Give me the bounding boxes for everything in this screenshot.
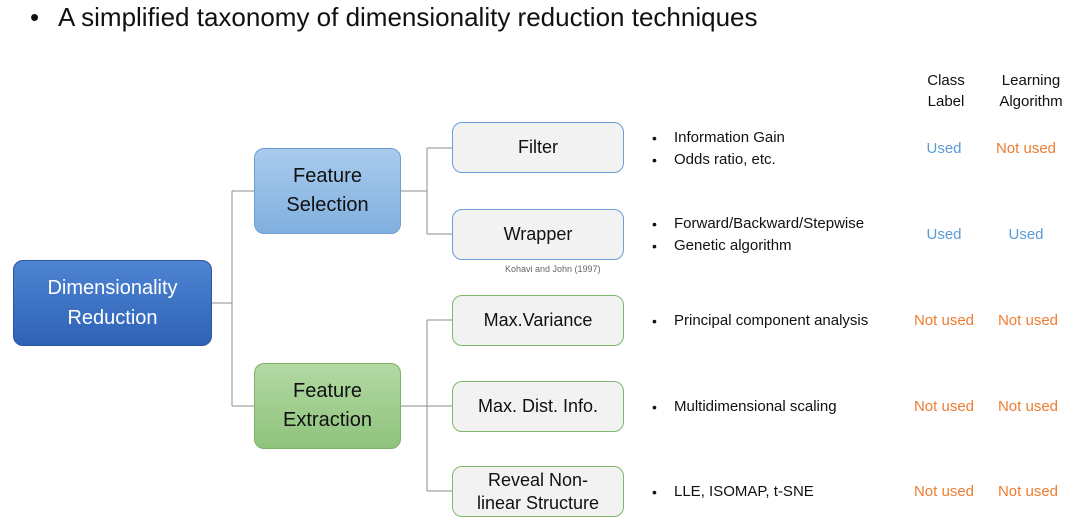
learning-algorithm-value: Not used xyxy=(997,483,1059,500)
class-label-value: Not used xyxy=(913,483,975,500)
examples-filter: Information Gain Odds ratio, etc. xyxy=(652,127,785,171)
node-max-variance: Max.Variance xyxy=(452,295,624,346)
node-feature-selection: Feature Selection xyxy=(254,148,401,234)
examples-max-dist-info: Multidimensional scaling xyxy=(652,396,837,418)
list-item: Principal component analysis xyxy=(652,310,868,332)
learning-algorithm-value: Not used xyxy=(997,398,1059,415)
node-filter: Filter xyxy=(452,122,624,173)
examples-reveal-nonlinear: LLE, ISOMAP, t-SNE xyxy=(652,481,814,503)
class-label-value: Not used xyxy=(913,398,975,415)
header-class-label: Class Label xyxy=(927,72,965,110)
class-label-value: Not used xyxy=(913,312,975,329)
learning-algorithm-value: Not used xyxy=(995,140,1057,157)
learning-algorithm-value: Used xyxy=(1008,226,1044,243)
citation: Kohavi and John (1997) xyxy=(505,264,601,274)
node-max-dist-info: Max. Dist. Info. xyxy=(452,381,624,432)
list-item: Information Gain xyxy=(652,127,785,149)
examples-max-variance: Principal component analysis xyxy=(652,310,868,332)
node-dimensionality-reduction: Dimensionality Reduction xyxy=(13,260,212,346)
node-feature-extraction: Feature Extraction xyxy=(254,363,401,449)
list-item: Odds ratio, etc. xyxy=(652,149,785,171)
examples-wrapper: Forward/Backward/Stepwise Genetic algori… xyxy=(652,213,864,257)
slide-title: •A simplified taxonomy of dimensionality… xyxy=(30,2,758,32)
list-item: LLE, ISOMAP, t-SNE xyxy=(652,481,814,503)
header-learning-algorithm: Learning Algorithm xyxy=(999,72,1063,110)
list-item: Multidimensional scaling xyxy=(652,396,837,418)
bullet-icon: • xyxy=(30,2,40,32)
node-reveal-nonlinear-structure: Reveal Non- linear Structure xyxy=(452,466,624,517)
node-wrapper: Wrapper xyxy=(452,209,624,260)
learning-algorithm-value: Not used xyxy=(997,312,1059,329)
list-item: Genetic algorithm xyxy=(652,235,864,257)
list-item: Forward/Backward/Stepwise xyxy=(652,213,864,235)
class-label-value: Used xyxy=(926,226,962,243)
class-label-value: Used xyxy=(926,140,962,157)
